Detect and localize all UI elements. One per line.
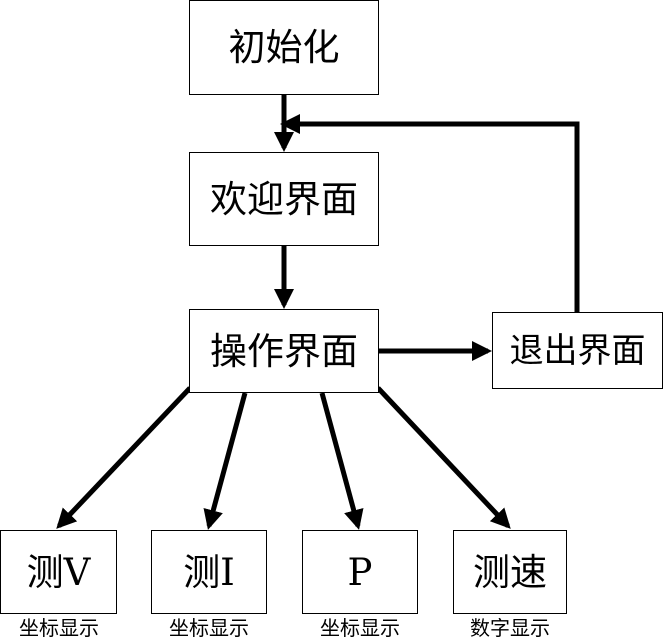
node-init-label: 初始化 xyxy=(228,26,340,69)
caption-p: 坐标显示 xyxy=(320,616,400,640)
node-init: 初始化 xyxy=(189,0,379,95)
node-measure-v: 测V xyxy=(0,530,117,614)
node-exit-label: 退出界面 xyxy=(509,330,646,371)
node-measure-i-label: 测I xyxy=(183,550,235,594)
node-p-label: P xyxy=(347,550,373,594)
caption-measure-speed: 数字显示 xyxy=(470,616,550,640)
caption-measure-i: 坐标显示 xyxy=(169,616,249,640)
arrow-operation-to-measure-i xyxy=(203,392,248,530)
node-exit: 退出界面 xyxy=(492,312,663,389)
node-operation: 操作界面 xyxy=(189,309,379,393)
node-measure-speed: 测速 xyxy=(453,530,567,614)
arrow-operation-to-measure-speed xyxy=(376,386,511,529)
arrow-operation-to-measure-v xyxy=(56,386,192,529)
caption-measure-v: 坐标显示 xyxy=(19,616,99,640)
node-measure-i: 测I xyxy=(151,530,267,614)
node-p: P xyxy=(302,530,418,614)
node-measure-v-label: 测V xyxy=(26,550,91,594)
node-measure-speed-label: 测速 xyxy=(473,550,547,594)
node-operation-label: 操作界面 xyxy=(210,329,358,373)
node-welcome: 欢迎界面 xyxy=(189,152,379,246)
arrow-operation-to-p xyxy=(319,392,364,530)
node-welcome-label: 欢迎界面 xyxy=(210,177,358,221)
arrow-exit-to-welcome xyxy=(280,114,580,312)
